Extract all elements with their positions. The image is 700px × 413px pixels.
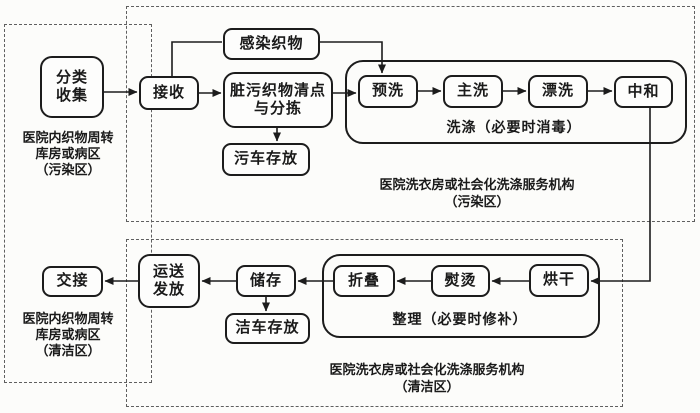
node-rinse-label: 漂洗 xyxy=(541,83,574,100)
hospital-contaminated-label: 医院内织物周转 库房或病区 （污染区） xyxy=(22,130,113,178)
washing-group-box xyxy=(345,60,687,144)
hospital-clean-label-line1: 医院内织物周转 xyxy=(22,311,114,326)
node-prewash-label: 预洗 xyxy=(371,83,404,100)
node-iron: 熨烫 xyxy=(431,265,490,297)
hospital-contaminated-label-line3: （污染区） xyxy=(35,162,101,177)
clean-org-label-line1: 医院洗衣房或社会化洗涤服务机构 xyxy=(329,362,525,377)
washing-group-label: 洗涤（必要时消毒） xyxy=(446,121,582,136)
node-classify-collect-line2: 收集 xyxy=(55,88,88,104)
node-fold: 折叠 xyxy=(333,265,395,297)
node-clean-cart-storage-label: 洁车存放 xyxy=(235,320,300,337)
node-handover-label: 交接 xyxy=(56,273,89,290)
node-infected-textiles-label: 感染织物 xyxy=(239,35,304,52)
contaminated-org-label: 医院洗衣房或社会化洗涤服务机构 （污染区） xyxy=(379,176,574,210)
node-dirty-cart-storage: 污车存放 xyxy=(222,143,310,176)
hospital-zone-box xyxy=(4,24,152,383)
finishing-group-label: 整理（必要时修补） xyxy=(392,313,528,328)
node-main-wash: 主洗 xyxy=(443,75,503,108)
node-dirty-cart-storage-label: 污车存放 xyxy=(233,151,298,168)
node-dry: 烘干 xyxy=(529,264,589,297)
clean-laundry-zone-box xyxy=(126,239,623,407)
node-neutralize: 中和 xyxy=(614,76,673,108)
node-prewash: 预洗 xyxy=(358,75,418,108)
hospital-contaminated-label-line1: 医院内织物周转 xyxy=(22,130,114,145)
node-iron-label: 熨烫 xyxy=(444,272,477,289)
contaminated-org-label-line1: 医院洗衣房或社会化洗涤服务机构 xyxy=(379,177,575,192)
node-transport-issue-line2: 发放 xyxy=(152,282,185,298)
node-storage: 储存 xyxy=(236,265,296,297)
hospital-clean-label: 医院内织物周转 库房或病区 （清洁区） xyxy=(22,311,113,359)
node-receive: 接收 xyxy=(139,76,199,110)
node-rinse: 漂洗 xyxy=(528,75,588,108)
node-count-sort-line1: 脏污织物清点 xyxy=(229,82,326,99)
node-infected-textiles: 感染织物 xyxy=(223,28,320,60)
node-count-sort: 脏污织物清点 与分拣 xyxy=(223,72,333,128)
node-receive-label: 接收 xyxy=(152,84,185,101)
node-transport-issue: 运送 发放 xyxy=(138,254,200,308)
contaminated-laundry-zone-box xyxy=(126,6,695,222)
contaminated-org-label-line2: （污染区） xyxy=(444,194,510,209)
node-handover: 交接 xyxy=(42,266,103,297)
node-main-wash-label: 主洗 xyxy=(456,83,489,100)
clean-org-label-line2: （清洁区） xyxy=(394,379,460,394)
clean-org-label: 医院洗衣房或社会化洗涤服务机构 （清洁区） xyxy=(329,361,524,395)
node-transport-issue-line1: 运送 xyxy=(152,263,185,280)
node-classify-collect-line1: 分类 xyxy=(55,69,88,86)
node-classify-collect: 分类 收集 xyxy=(40,56,104,118)
node-neutralize-label: 中和 xyxy=(627,83,660,100)
finishing-group-box xyxy=(322,254,600,338)
node-clean-cart-storage: 洁车存放 xyxy=(225,313,310,344)
hospital-contaminated-label-line2: 库房或病区 xyxy=(35,146,101,161)
node-count-sort-line2: 与分拣 xyxy=(253,101,302,117)
hospital-clean-label-line3: （清洁区） xyxy=(35,343,101,358)
node-storage-label: 储存 xyxy=(249,272,282,289)
node-dry-label: 烘干 xyxy=(542,272,575,289)
hospital-clean-label-line2: 库房或病区 xyxy=(35,327,101,342)
node-fold-label: 折叠 xyxy=(347,272,380,289)
